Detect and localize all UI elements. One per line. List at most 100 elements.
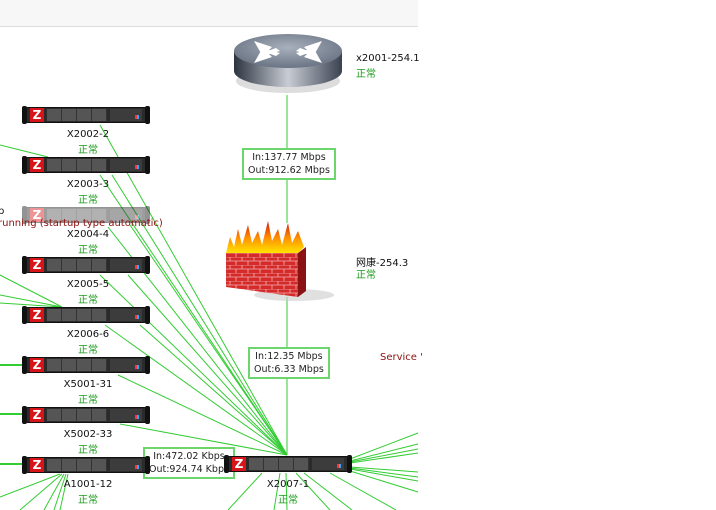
link-x2004-core: [129, 224, 288, 456]
rack-ear-icon: [22, 406, 27, 424]
rack-ear-icon: [224, 455, 229, 473]
drive-bays-icon: [47, 359, 107, 371]
drive-bays-icon: [47, 109, 107, 121]
drive-bays-icon: [47, 209, 107, 221]
link-core-right-5: [349, 466, 419, 473]
rack-ear-icon: [22, 206, 27, 224]
firewall-icon: [226, 221, 334, 301]
link-core-right-7: [349, 468, 419, 482]
traffic-in: In:12.35 Mbps: [255, 351, 323, 362]
link-x2003-core-b: [99, 174, 288, 456]
rack-ear-icon: [145, 156, 150, 174]
link-left-x2003: [0, 144, 49, 158]
core-switch-name: X2007-1: [266, 479, 310, 490]
server-status: 正常: [78, 195, 98, 206]
traffic-box-firewall-core: In:12.35 Mbps Out:6.33 Mbps: [248, 347, 330, 379]
link-core-right-2: [349, 443, 419, 462]
server-node[interactable]: Z: [22, 406, 150, 424]
drive-bays-icon: [249, 458, 309, 470]
drive-bays-icon: [47, 309, 107, 321]
traffic-in: In:137.77 Mbps: [252, 152, 326, 163]
rack-ear-icon: [22, 356, 27, 374]
front-panel-icon: [110, 459, 142, 471]
traffic-out: Out:924.74 Kbps: [149, 464, 229, 475]
firewall-name: 网康-254.3: [356, 258, 409, 269]
links-layer: [0, 95, 419, 510]
brand-logo-icon: Z: [30, 458, 44, 472]
link-core-down-5: [303, 472, 353, 510]
server-name: X2005-5: [66, 279, 110, 290]
link-core-right-1: [349, 432, 419, 460]
link-core-down-4: [295, 472, 331, 510]
link-core-right-8: [349, 470, 419, 493]
core-switch-node[interactable]: Z: [224, 455, 352, 473]
brand-logo-icon: Z: [232, 457, 246, 471]
server-name: X5002-33: [63, 429, 113, 440]
traffic-box-router-firewall: In:137.77 Mbps Out:912.62 Mbps: [242, 148, 336, 180]
link-core-down-6: [329, 472, 397, 510]
link-core-down-1: [227, 472, 263, 510]
toolbar: [0, 0, 418, 27]
brand-logo-icon: Z: [30, 208, 44, 222]
server-node[interactable]: Z: [22, 356, 150, 374]
link-core-down-3: [285, 472, 288, 510]
drive-bays-icon: [47, 409, 107, 421]
rack-ear-icon: [145, 256, 150, 274]
server-name: A1001-12: [63, 479, 113, 490]
router-node[interactable]: [232, 31, 344, 95]
server-node[interactable]: Z: [22, 456, 150, 474]
firewall-status: 正常: [356, 270, 376, 281]
rack-ear-icon: [145, 106, 150, 124]
link-left-x2006-b: [0, 294, 63, 308]
server-status: 正常: [78, 345, 98, 356]
link-x2002-core: [99, 124, 288, 456]
drive-bays-icon: [47, 459, 107, 471]
link-left-x2006-c: [0, 302, 63, 308]
server-name: X5001-31: [63, 379, 113, 390]
front-panel-icon: [110, 109, 142, 121]
server-node[interactable]: Z: [22, 206, 150, 224]
server-status: 正常: [78, 395, 98, 406]
brand-logo-icon: Z: [30, 308, 44, 322]
server-node[interactable]: Z: [22, 306, 150, 324]
server-status: 正常: [78, 445, 98, 456]
rack-ear-icon: [22, 306, 27, 324]
link-x2006-core: [139, 324, 288, 456]
brand-logo-icon: Z: [30, 358, 44, 372]
server-node[interactable]: Z: [22, 106, 150, 124]
link-a1001-down-1: [0, 473, 61, 498]
brand-logo-icon: Z: [30, 258, 44, 272]
core-switch-status: 正常: [278, 495, 298, 506]
traffic-in: In:472.02 Kbps: [153, 451, 225, 462]
brand-logo-icon: Z: [30, 408, 44, 422]
front-panel-icon: [110, 409, 142, 421]
link-core-right-3: [349, 448, 419, 463]
router-status: 正常: [356, 69, 376, 80]
firewall-node[interactable]: [224, 217, 334, 301]
rack-ear-icon: [22, 256, 27, 274]
rack-ear-icon: [145, 406, 150, 424]
server-node[interactable]: Z: [22, 256, 150, 274]
server-status: 正常: [78, 495, 98, 506]
rack-ear-icon: [145, 206, 150, 224]
link-x5002-core: [119, 423, 288, 456]
traffic-out: Out:912.62 Mbps: [248, 165, 330, 176]
server-status: 正常: [78, 145, 98, 156]
front-panel-icon: [110, 259, 142, 271]
router-name: x2001-254.1: [356, 53, 420, 64]
topology-canvas[interactable]: x2001-254.1 正常 In:137.77 Mbps Out:912.62…: [0, 27, 423, 510]
link-a1001-down-4: [53, 473, 67, 510]
service-status-fragment: running (startup type automatic): [0, 218, 163, 229]
front-panel-icon: [110, 159, 142, 171]
link-x2005-core-b: [99, 274, 288, 456]
link-core-right-4: [349, 452, 419, 464]
rack-ear-icon: [145, 306, 150, 324]
traffic-box-a1001-core: In:472.02 Kbps Out:924.74 Kbps: [143, 447, 235, 479]
server-node[interactable]: Z: [22, 156, 150, 174]
server-name: X2006-6: [66, 329, 110, 340]
server-icon: [26, 207, 146, 223]
front-panel-icon: [110, 209, 142, 221]
link-x2005-core: [127, 274, 288, 456]
rack-ear-icon: [145, 356, 150, 374]
link-core-right-6: [349, 467, 419, 478]
